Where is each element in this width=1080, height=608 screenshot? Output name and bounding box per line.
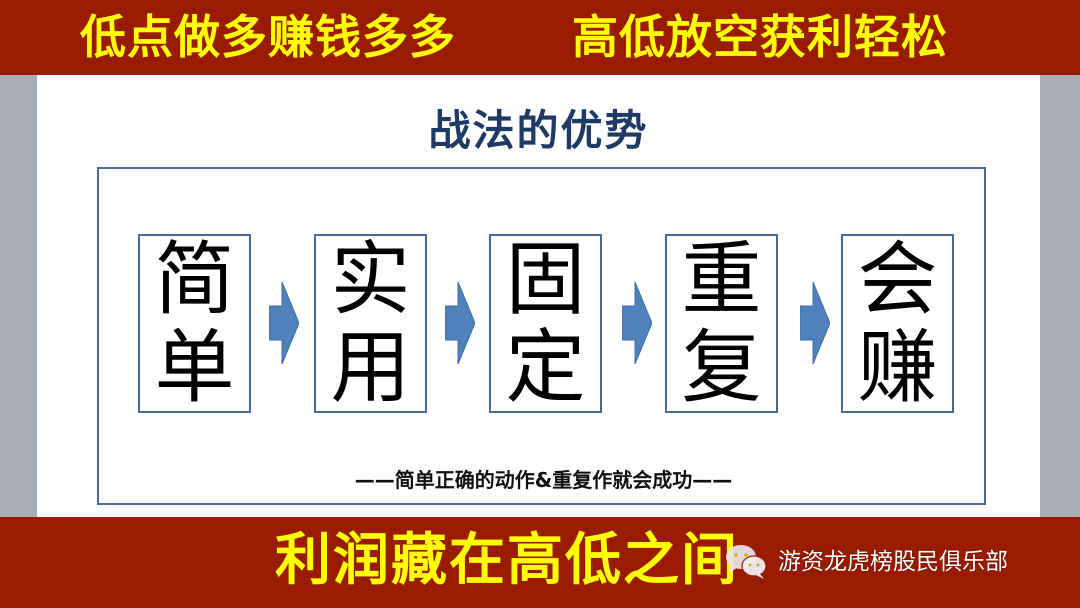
right-arrow-icon <box>269 282 299 364</box>
top-slogan-right: 高低放空获利轻松 <box>572 10 948 64</box>
slide-panel: 战法的优势 简 单 实 用 固 定 重 复 <box>37 75 1040 517</box>
right-gray-margin <box>1040 75 1080 517</box>
step-box-earn: 会 赚 <box>841 234 954 413</box>
step-char: 会 <box>857 232 938 326</box>
right-arrow-icon <box>445 282 475 364</box>
tagline: ——简单正确的动作&重复作就会成功—— <box>354 468 733 492</box>
wechat-icon <box>726 545 767 579</box>
step-char: 定 <box>505 320 586 414</box>
step-box-simple: 简 单 <box>138 234 251 413</box>
right-arrow-icon <box>800 282 830 364</box>
bottom-slogan: 利润藏在高低之间 <box>275 528 739 593</box>
step-char: 复 <box>681 320 762 414</box>
slide-title: 战法的优势 <box>428 106 649 155</box>
step-char: 实 <box>330 232 411 326</box>
top-banner: 低点做多赚钱多多 高低放空获利轻松 <box>0 0 1080 75</box>
step-char: 赚 <box>857 320 938 414</box>
watermark: 游资龙虎榜股民俱乐部 <box>722 537 1008 587</box>
step-char: 固 <box>505 232 586 326</box>
step-char: 简 <box>154 232 235 326</box>
top-slogan-left: 低点做多赚钱多多 <box>80 10 456 64</box>
process-frame: 简 单 实 用 固 定 重 复 会 赚 <box>97 167 986 505</box>
step-char: 单 <box>154 320 235 414</box>
right-arrow-icon <box>622 282 652 364</box>
bottom-banner: 利润藏在高低之间 游资龙虎榜股民俱乐部 <box>0 517 1080 608</box>
step-char: 用 <box>330 320 411 414</box>
step-box-fixed: 固 定 <box>489 234 602 413</box>
step-box-repeat: 重 复 <box>665 234 778 413</box>
step-box-practical: 实 用 <box>314 234 427 413</box>
watermark-text: 游资龙虎榜股民俱乐部 <box>778 549 1008 575</box>
step-char: 重 <box>681 232 762 326</box>
left-gray-margin <box>0 75 37 517</box>
